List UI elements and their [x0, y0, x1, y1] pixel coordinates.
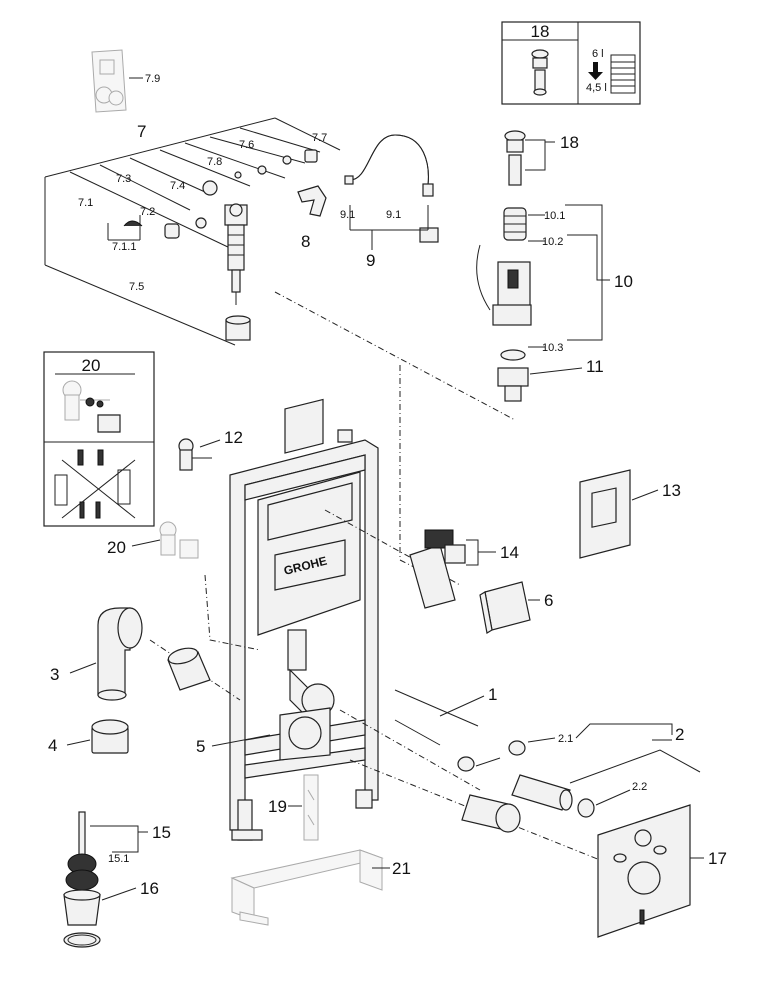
- label-9: 9: [366, 251, 375, 270]
- label-19: 19: [268, 797, 287, 816]
- inset-20-box: 20: [43, 351, 155, 527]
- label-10-1: 10.1: [544, 210, 565, 222]
- label-20: 20: [107, 538, 126, 557]
- connection-hose: [344, 134, 439, 243]
- connector-sleeve: [167, 647, 211, 691]
- inset-18-volume-low: 4,5 l: [586, 82, 607, 94]
- protection-cover: [479, 581, 531, 634]
- inset-18-volume-high: 6 l: [592, 48, 604, 60]
- drain-elbow: [97, 607, 143, 701]
- label-2-2: 2.2: [632, 781, 647, 793]
- cistern-level-icon: [610, 54, 636, 94]
- wall-bracket-correct-icon: [62, 380, 121, 433]
- label-17: 17: [708, 849, 727, 868]
- inlet-valve: [224, 203, 248, 305]
- label-7-1-1: 7.1.1: [112, 241, 136, 253]
- label-7-3: 7.3: [116, 173, 131, 185]
- label-2: 2: [675, 725, 684, 744]
- label-9-1-a: 9.1: [340, 209, 355, 221]
- float-cylinder: [503, 207, 527, 241]
- label-7-2: 7.2: [140, 206, 155, 218]
- label-4: 4: [48, 736, 57, 755]
- label-7: 7: [137, 122, 146, 141]
- label-12: 12: [224, 428, 243, 447]
- label-7-9: 7.9: [145, 73, 160, 85]
- label-7-1: 7.1: [78, 197, 93, 209]
- valve-gasket: [500, 349, 526, 361]
- fixing-strap: [303, 774, 319, 841]
- inlet-small-parts: [123, 149, 318, 341]
- wall-bracket-incorrect-icon: [54, 449, 136, 519]
- label-5: 5: [196, 737, 205, 756]
- label-3: 3: [50, 665, 59, 684]
- brush-holder: [63, 889, 101, 948]
- label-7-5: 7.5: [129, 281, 144, 293]
- label-2-1: 2.1: [558, 733, 573, 745]
- label-6: 6: [544, 591, 553, 610]
- actuator-frame: [409, 529, 466, 609]
- flush-plate: [579, 469, 631, 559]
- spare-parts-bag: [91, 49, 127, 113]
- flush-valve-body: [476, 244, 532, 326]
- toilet-brush: [65, 811, 99, 891]
- label-18: 18: [560, 133, 579, 152]
- pipe-holder: [279, 707, 331, 761]
- inset-18-box: 18 6 l 4,5 l: [501, 21, 641, 105]
- label-11: 11: [586, 357, 604, 376]
- label-7-7: 7.7: [312, 132, 327, 144]
- label-8: 8: [301, 232, 310, 251]
- label-14: 14: [500, 543, 519, 562]
- floor-stand: [230, 849, 384, 926]
- fixing-bolts: [394, 689, 479, 746]
- label-7-8: 7.8: [207, 156, 222, 168]
- flush-valve-seal-icon: [531, 49, 549, 96]
- label-15: 15: [152, 823, 171, 842]
- flush-valve-seal: [504, 130, 526, 186]
- label-7-6: 7.6: [239, 139, 254, 151]
- label-21: 21: [392, 859, 411, 878]
- sound-insulation-mat: [597, 804, 691, 938]
- arrow-down-icon: [588, 62, 603, 80]
- label-15-1: 15.1: [108, 853, 129, 865]
- label-13: 13: [662, 481, 681, 500]
- label-10-2: 10.2: [542, 236, 563, 248]
- connection-set: [457, 740, 595, 833]
- label-10-3: 10.3: [542, 342, 563, 354]
- label-7-4: 7.4: [170, 180, 185, 192]
- inset-20-number: 20: [82, 356, 101, 375]
- drain-cap: [91, 719, 129, 754]
- label-1: 1: [488, 685, 497, 704]
- label-9-1-b: 9.1: [386, 209, 401, 221]
- wall-bracket-12: [178, 438, 212, 471]
- fixing-clip: [297, 185, 327, 217]
- label-10: 10: [614, 272, 633, 291]
- inlet-valve-leader-frame: [44, 117, 341, 346]
- drain-valve: [497, 367, 529, 402]
- inset-18-number: 18: [531, 22, 550, 41]
- cistern: GROHE: [257, 398, 361, 721]
- label-16: 16: [140, 879, 159, 898]
- wall-bracket-20-ghost: [159, 521, 199, 559]
